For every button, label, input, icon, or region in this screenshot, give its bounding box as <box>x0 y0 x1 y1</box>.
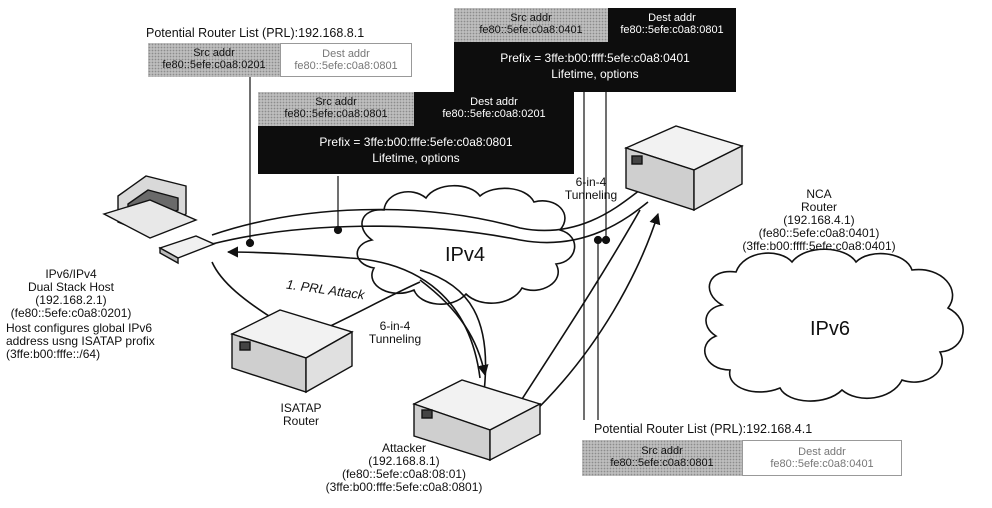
tunnel-bottom-label: 6-in-4 Tunneling <box>360 320 430 346</box>
prl-bottom-packet: Src addr fe80::5efe:c0a8:0801 Dest addr … <box>582 440 902 476</box>
tunnel-bottom-line2: Tunneling <box>360 333 430 346</box>
prl-left-src: Src addr fe80::5efe:c0a8:0201 <box>148 43 280 77</box>
prl-bottom-dest: Dest addr fe80::5efe:c0a8:0401 <box>742 440 902 476</box>
src-value: fe80::5efe:c0a8:0201 <box>148 59 280 71</box>
tunnel-top-label: 6-in-4 Tunneling <box>556 176 626 202</box>
ra-middle-packet: Src addr fe80::5efe:c0a8:0801 Dest addr … <box>258 92 574 174</box>
prl-left-dest: Dest addr fe80::5efe:c0a8:0801 <box>280 43 412 77</box>
prl-left-title: Potential Router List (PRL):192.168.8.1 <box>146 26 364 40</box>
host-computer-icon <box>104 176 214 263</box>
ra-mid-dest: Dest addr fe80::5efe:c0a8:0201 <box>414 92 574 126</box>
ra-mid-src: Src addr fe80::5efe:c0a8:0801 <box>258 92 414 126</box>
ra-top-right-packet: Src addr fe80::5efe:c0a8:0401 Dest addr … <box>454 8 736 92</box>
prl-bottom-title: Potential Router List (PRL):192.168.4.1 <box>594 422 812 436</box>
tunnel-top-line2: Tunneling <box>556 189 626 202</box>
ra-top-dest: Dest addr fe80::5efe:c0a8:0801 <box>608 8 736 42</box>
src-value: fe80::5efe:c0a8:0401 <box>454 24 608 36</box>
dest-value: fe80::5efe:c0a8:0201 <box>414 108 574 120</box>
nca-global: (3ffe:b00:ffff:5efe:c0a8:0401) <box>724 240 914 253</box>
isatap-router-icon <box>232 310 352 392</box>
prefix-text: Prefix = 3ffe:b00:ffff:5efe:c0a8:0401 <box>454 50 736 66</box>
attacker-label: Attacker (192.168.8.1) (fe80::5efe:c0a8:… <box>312 442 496 494</box>
ipv4-cloud-label: IPv4 <box>445 244 485 267</box>
src-header: Src addr <box>454 12 608 24</box>
dest-header: Dest addr <box>608 12 736 24</box>
dest-header: Dest addr <box>414 96 574 108</box>
src-value: fe80::5efe:c0a8:0801 <box>258 108 414 120</box>
host-label: IPv6/IPv4 Dual Stack Host (192.168.2.1) … <box>6 268 136 320</box>
dest-value: fe80::5efe:c0a8:0801 <box>608 24 736 36</box>
ra-mid-body: Prefix = 3ffe:b00:fffe:5efe:c0a8:0801 Li… <box>258 126 574 174</box>
options-text: Lifetime, options <box>454 66 736 82</box>
dest-value: fe80::5efe:c0a8:0401 <box>743 458 901 470</box>
prefix-text: Prefix = 3ffe:b00:fffe:5efe:c0a8:0801 <box>258 134 574 150</box>
dest-header: Dest addr <box>281 48 411 60</box>
attacker-global: (3ffe:b00:fffe:5efe:c0a8:0801) <box>312 481 496 494</box>
isatap-type: Router <box>266 415 336 428</box>
dest-value: fe80::5efe:c0a8:0801 <box>281 60 411 72</box>
ra-top-src: Src addr fe80::5efe:c0a8:0401 <box>454 8 608 42</box>
src-value: fe80::5efe:c0a8:0801 <box>582 457 742 469</box>
options-text: Lifetime, options <box>258 150 574 166</box>
prl-left-packet: Src addr fe80::5efe:c0a8:0201 Dest addr … <box>148 43 412 77</box>
src-header: Src addr <box>148 47 280 59</box>
nca-label: NCA Router (192.168.4.1) (fe80::5efe:c0a… <box>724 188 914 253</box>
host-note: Host configures global IPv6 address usng… <box>6 322 155 361</box>
ipv6-cloud-label: IPv6 <box>810 318 850 341</box>
dest-header: Dest addr <box>743 446 901 458</box>
host-link-local: (fe80::5efe:c0a8:0201) <box>6 307 136 320</box>
src-header: Src addr <box>582 445 742 457</box>
host-note-line3: (3ffe:b00:fffe::/64) <box>6 348 155 361</box>
src-header: Src addr <box>258 96 414 108</box>
prl-bottom-src: Src addr fe80::5efe:c0a8:0801 <box>582 440 742 476</box>
ra-top-body: Prefix = 3ffe:b00:ffff:5efe:c0a8:0401 Li… <box>454 42 736 92</box>
isatap-label: ISATAP Router <box>266 402 336 428</box>
